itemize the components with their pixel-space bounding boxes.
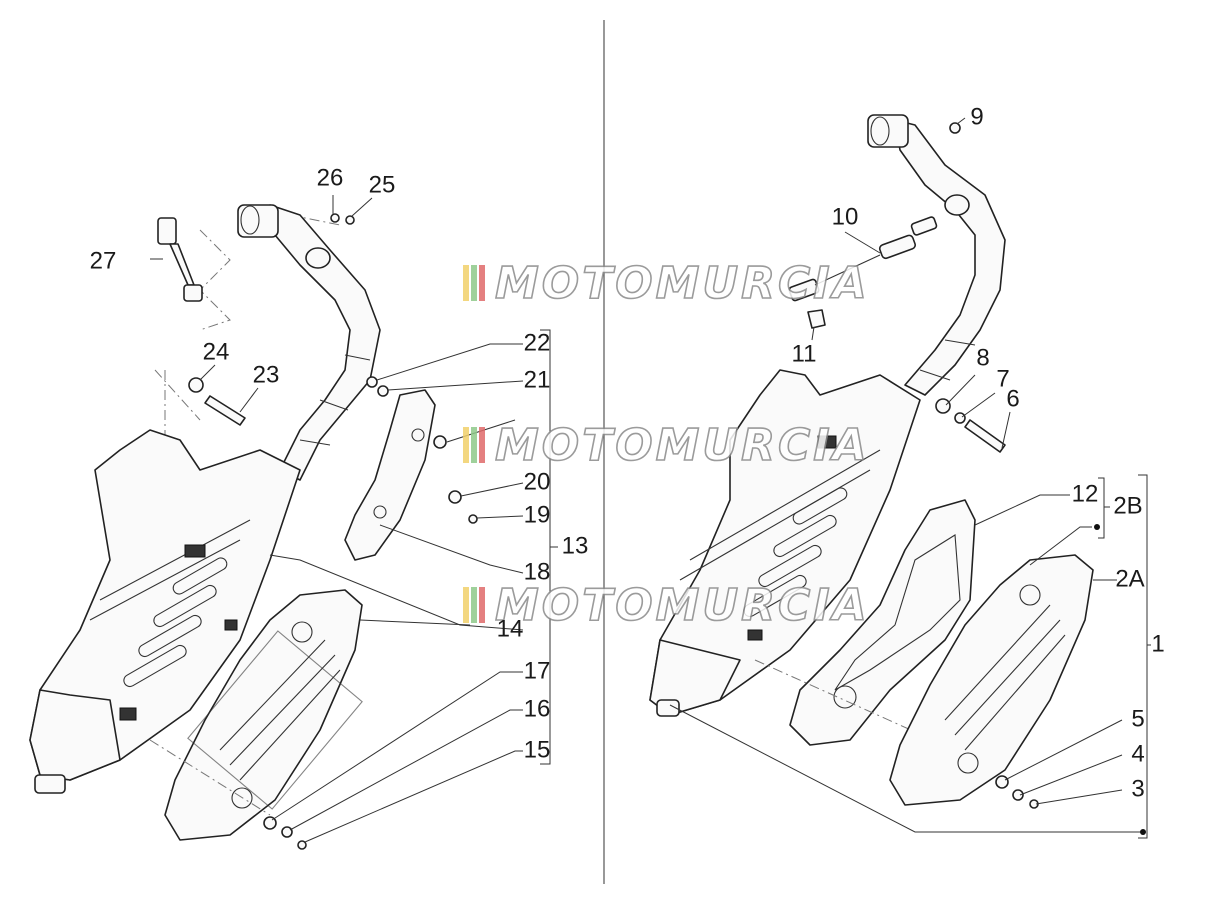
callout-24: 24 bbox=[203, 338, 230, 365]
watermark-3: MOTOMURCIA bbox=[463, 579, 870, 632]
callout-17: 17 bbox=[524, 657, 551, 684]
callout-15: 15 bbox=[524, 736, 551, 763]
right-lambda-sensor bbox=[788, 216, 938, 302]
left-muffler-assembly bbox=[29, 204, 478, 850]
callout-21: 21 bbox=[524, 366, 551, 393]
callout-13: 13 bbox=[562, 532, 589, 559]
callout-25: 25 bbox=[369, 171, 396, 198]
left-lambda-sensor bbox=[157, 217, 203, 302]
watermark-1: MOTOMURCIA bbox=[463, 257, 870, 310]
leader-lines bbox=[150, 117, 1151, 843]
left-muffler-ribs bbox=[123, 557, 228, 688]
callout-6: 6 bbox=[1006, 385, 1019, 412]
right-muffler-ribs bbox=[743, 487, 848, 618]
callout-9: 9 bbox=[970, 103, 983, 130]
callout-5: 5 bbox=[1131, 705, 1144, 732]
callout-labels: 1 2A 2B 3 4 5 678 9 10 11 12 13 14 15 16 17 18 19 20 21 22 23… bbox=[90, 103, 1165, 802]
callout-18: 18 bbox=[524, 558, 551, 585]
callout-16: 16 bbox=[524, 695, 551, 722]
right-gasket bbox=[789, 499, 976, 746]
callout-20: 20 bbox=[524, 468, 551, 495]
left-pipe-flange bbox=[237, 204, 279, 238]
callout-26: 26 bbox=[317, 164, 344, 191]
left-small-heat-shield bbox=[344, 389, 436, 561]
watermark-logo-stripe bbox=[463, 427, 469, 463]
watermark-logo-stripe bbox=[463, 587, 469, 623]
watermark-text: MOTOMURCIA bbox=[495, 580, 870, 631]
callout-22: 22 bbox=[524, 329, 551, 356]
right-muffler-assembly bbox=[649, 114, 1094, 809]
callout-2A: 2A bbox=[1115, 565, 1144, 592]
callout-14: 14 bbox=[497, 615, 524, 642]
callout-10: 10 bbox=[832, 203, 859, 230]
callout-27: 27 bbox=[90, 247, 117, 274]
callout-12: 12 bbox=[1072, 480, 1099, 507]
callout-3: 3 bbox=[1131, 775, 1144, 802]
callout-2B: 2B bbox=[1113, 492, 1142, 519]
callout-19: 19 bbox=[524, 501, 551, 528]
right-pipe-flange bbox=[867, 114, 909, 148]
watermark-text: MOTOMURCIA bbox=[495, 258, 870, 309]
watermark-text: MOTOMURCIA bbox=[495, 420, 870, 471]
callout-7: 7 bbox=[996, 365, 1009, 392]
callout-8: 8 bbox=[976, 344, 989, 371]
watermark-logo-stripe bbox=[471, 427, 477, 463]
watermark-logo-stripe bbox=[479, 587, 485, 623]
watermark-logo-stripe bbox=[479, 427, 485, 463]
watermark-2: MOTOMURCIA bbox=[463, 419, 870, 472]
left-exhaust-pipe bbox=[269, 204, 381, 481]
callout-11: 11 bbox=[792, 340, 817, 367]
watermark-logo-stripe bbox=[471, 587, 477, 623]
watermark-logo-stripe bbox=[463, 265, 469, 301]
watermarks: MOTOMURCIA MOTOMURCIA MOTOMURCIA bbox=[463, 257, 870, 632]
callout-4: 4 bbox=[1131, 740, 1144, 767]
watermark-logo-stripe bbox=[471, 265, 477, 301]
right-heat-shield bbox=[889, 554, 1094, 806]
watermark-logo-stripe bbox=[479, 265, 485, 301]
callout-1: 1 bbox=[1151, 630, 1164, 657]
callout-23: 23 bbox=[253, 361, 280, 388]
